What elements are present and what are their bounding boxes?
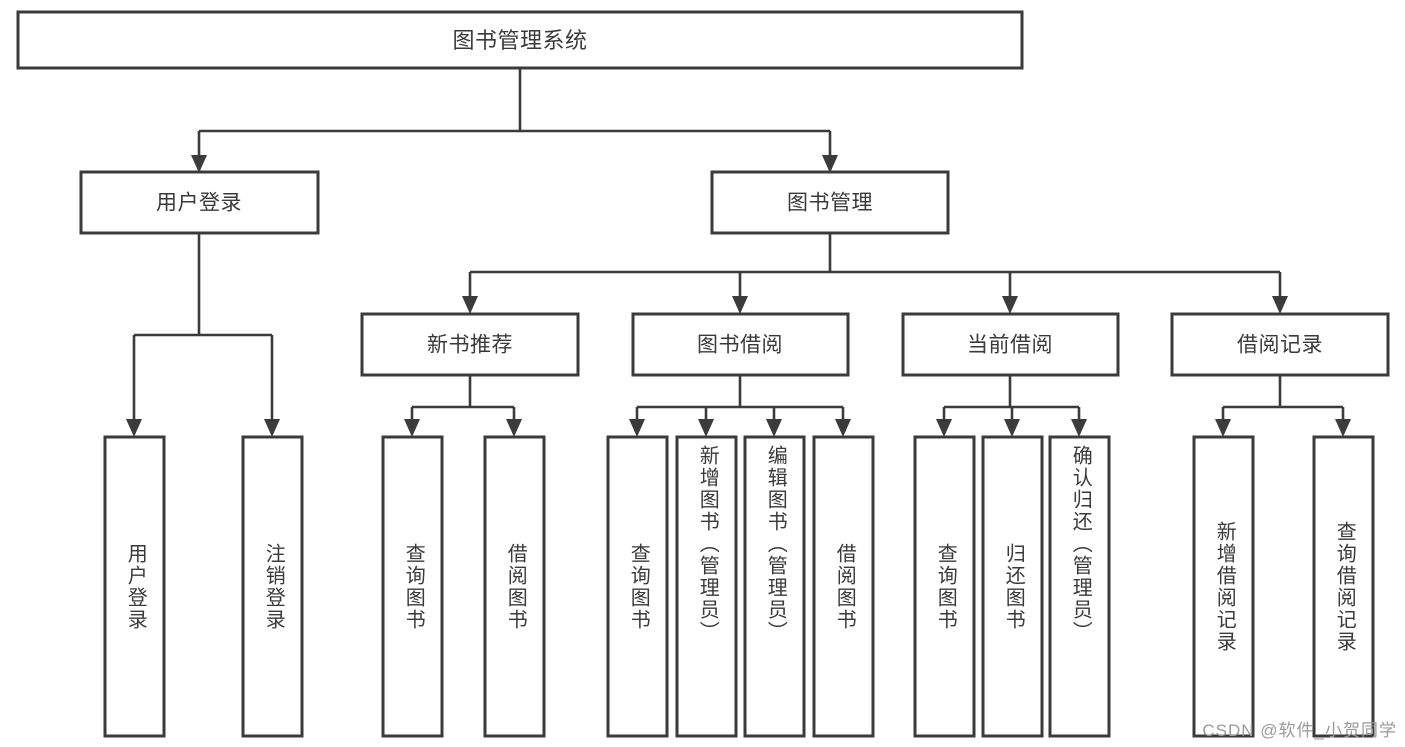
node-book-manage-label: 图书管理 <box>787 192 873 215</box>
node-root-box[interactable] <box>16 10 1024 70</box>
connector-group <box>126 68 1351 437</box>
arrow-head-borrow-record-leaf1 <box>1215 419 1231 437</box>
node-new-book-recommend-box[interactable] <box>360 312 580 377</box>
node-root-label: 图书管理系统 <box>452 28 587 53</box>
node-current-borrow-box[interactable] <box>901 312 1120 377</box>
arrow-head-new-book <box>462 296 478 314</box>
node-book-manage[interactable]: 图书管理 <box>710 170 950 235</box>
arrow-head-user-login <box>191 155 207 173</box>
arrow-head-book-borrow-leaf1 <box>629 419 645 437</box>
leaf-box-current-borrow-3[interactable] <box>1048 435 1111 738</box>
arrow-head-new-book-leaf1 <box>404 419 420 437</box>
arrow-head-book-manage <box>822 155 838 173</box>
node-user-login-label: 用户登录 <box>156 192 242 215</box>
leaf-box-user-login-1[interactable] <box>103 435 166 738</box>
leaf-box-current-borrow-2[interactable] <box>981 435 1044 738</box>
node-group: 图书管理系统 用户登录 图书管理 新书推荐 图书借阅 <box>16 10 1390 738</box>
node-root[interactable]: 图书管理系统 <box>16 10 1024 70</box>
leaf-box-borrow-record-2[interactable] <box>1312 435 1375 738</box>
leaf-box-book-borrow-3[interactable] <box>743 435 806 738</box>
arrow-head-current-borrow-leaf3 <box>1071 419 1087 437</box>
node-current-borrow-label: 当前借阅 <box>967 334 1053 357</box>
arrow-head-user-login-leaf2 <box>264 419 280 437</box>
leaf-box-borrow-record-1[interactable] <box>1192 435 1255 738</box>
leaf-box-new-book-2[interactable] <box>483 435 546 738</box>
watermark-text: CSDN @软件_小贺同学 <box>1202 721 1397 740</box>
node-new-book-recommend[interactable]: 新书推荐 <box>360 312 580 377</box>
arrow-head-new-book-leaf2 <box>506 419 522 437</box>
leaf-box-book-borrow-1[interactable] <box>606 435 669 738</box>
leaf-box-new-book-1[interactable] <box>381 435 444 738</box>
node-borrow-record[interactable]: 借阅记录 <box>1170 312 1390 377</box>
node-new-book-recommend-label: 新书推荐 <box>427 334 513 357</box>
node-book-borrow[interactable]: 图书借阅 <box>631 312 850 377</box>
arrow-head-book-borrow-leaf3 <box>766 419 782 437</box>
arrow-head-current-borrow-leaf1 <box>936 419 952 437</box>
node-current-borrow[interactable]: 当前借阅 <box>901 312 1120 377</box>
arrow-head-current-borrow <box>1002 296 1018 314</box>
leaf-box-user-login-2[interactable] <box>241 435 304 738</box>
node-book-borrow-box[interactable] <box>631 312 850 377</box>
leaf-box-book-borrow-4[interactable] <box>812 435 875 738</box>
arrow-head-borrow-record-leaf2 <box>1335 419 1351 437</box>
leaf-box-current-borrow-1[interactable] <box>913 435 976 738</box>
leaf-box-book-borrow-2[interactable] <box>675 435 738 738</box>
arrow-head-borrow-record <box>1272 296 1288 314</box>
node-book-borrow-label: 图书借阅 <box>697 334 783 357</box>
arrow-head-user-login-leaf1 <box>126 419 142 437</box>
arrow-head-book-borrow-leaf4 <box>835 419 851 437</box>
node-user-login-box[interactable] <box>79 170 320 235</box>
arrow-head-book-borrow-leaf2 <box>698 419 714 437</box>
node-borrow-record-box[interactable] <box>1170 312 1390 377</box>
arrow-head-current-borrow-leaf2 <box>1004 419 1020 437</box>
arrow-head-book-borrow <box>732 296 748 314</box>
node-book-manage-box[interactable] <box>710 170 950 235</box>
node-user-login[interactable]: 用户登录 <box>79 170 320 235</box>
node-borrow-record-label: 借阅记录 <box>1237 334 1323 357</box>
